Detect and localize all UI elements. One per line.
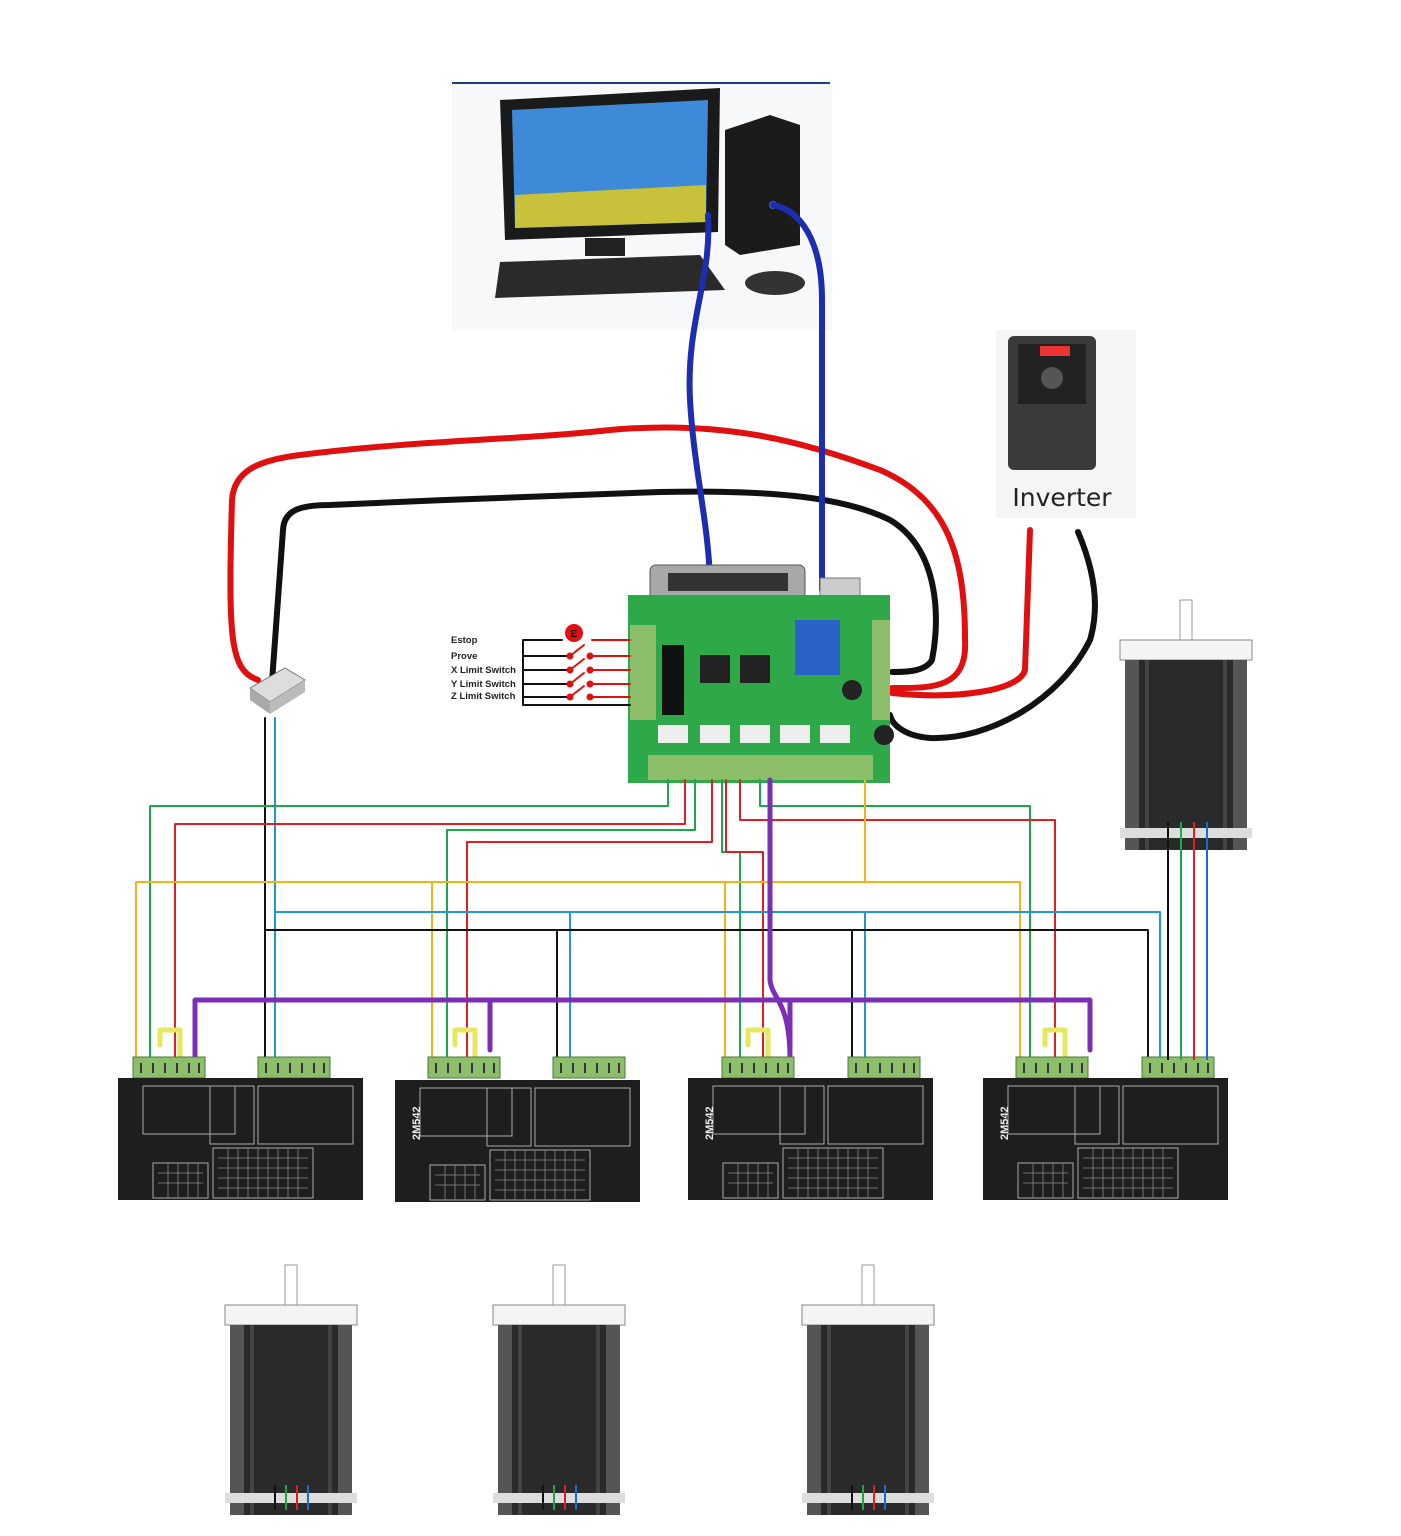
stepper-motor-3 xyxy=(801,1264,935,1516)
driver-2-model: 2M542 xyxy=(411,1106,423,1140)
power-supply xyxy=(249,667,306,714)
switch-label-y-limit: Y Limit Switch xyxy=(451,679,516,690)
switch-label-estop: Estop xyxy=(451,635,478,646)
signal-wires xyxy=(135,777,1161,1063)
keyboard xyxy=(495,255,805,298)
switch-label-prove: Prove xyxy=(451,651,477,662)
power-positive-wire xyxy=(227,424,969,692)
driver-3-model: 2M542 xyxy=(704,1106,716,1140)
parallel-cable xyxy=(686,212,713,583)
switch-label-z-limit: Z Limit Switch xyxy=(451,691,516,702)
switch-label-x-limit: X Limit Switch xyxy=(451,665,516,676)
driver-4-model: 2M542 xyxy=(999,1106,1011,1140)
usb-cable xyxy=(770,202,825,593)
driver-2: 2M542 xyxy=(394,1056,641,1203)
breakout-board[interactable] xyxy=(628,564,894,783)
monitor xyxy=(500,88,720,256)
stepper-motor-2 xyxy=(492,1264,626,1516)
pc-tower xyxy=(725,115,800,255)
computer xyxy=(452,82,832,330)
driver-4: 2M542 xyxy=(982,1056,1229,1201)
estop-button[interactable] xyxy=(565,624,583,642)
estop-badge: E xyxy=(571,629,578,640)
stepper-motor-1 xyxy=(224,1264,358,1516)
stepper-motor-4 xyxy=(1119,599,1253,1060)
limit-switches: E Estop Prove X Limit Switch Y Limit Swi… xyxy=(451,624,631,706)
driver-3: 2M542 xyxy=(687,1056,934,1201)
inverter: Inverter xyxy=(996,330,1136,518)
power-negative-wire xyxy=(269,488,939,685)
inverter-ground-wire xyxy=(887,529,1098,742)
driver-1 xyxy=(117,1056,364,1201)
inverter-label: Inverter xyxy=(1012,483,1112,512)
inverter-signal-wire xyxy=(889,527,1033,699)
